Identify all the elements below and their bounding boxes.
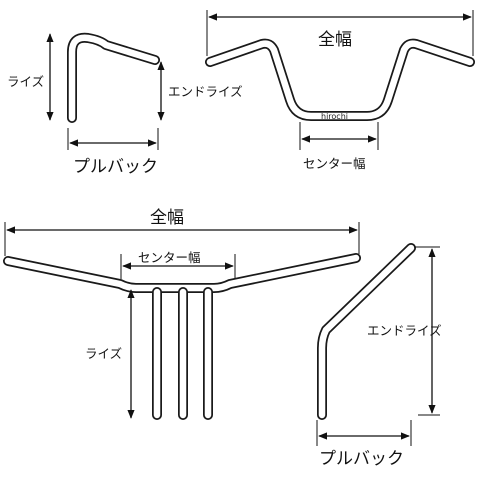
full-width-dimension-top: 全幅 [206, 10, 474, 56]
center-width-dimension-top: センター幅 [299, 122, 379, 171]
pullback-label-large: プルバック [319, 449, 404, 469]
end-rise-dimension-small: エンドライズ [157, 61, 243, 121]
front-view-top: hirochi [205, 38, 475, 121]
front-view-tbar [3, 253, 361, 420]
center-width-label-tbar: センター幅 [138, 250, 201, 265]
pullback-dimension-small: プルバック [67, 128, 159, 177]
full-width-label-tbar: 全幅 [150, 208, 184, 228]
full-width-label-top: 全幅 [318, 30, 352, 50]
end-rise-label-large: エンドライズ [367, 323, 442, 338]
full-width-dimension-tbar: 全幅 [4, 208, 360, 256]
end-rise-label-small: エンドライズ [168, 84, 243, 99]
rise-label-tbar: ライズ [85, 346, 122, 361]
pullback-dimension-large: プルバック [316, 420, 412, 469]
side-profile-large [317, 243, 416, 420]
rise-dimension-small: ライズ [7, 33, 54, 121]
rise-label-small: ライズ [7, 74, 44, 89]
center-width-label-top: センター幅 [303, 156, 366, 171]
end-rise-dimension-large: エンドライズ [367, 246, 442, 416]
watermark-text: hirochi [321, 112, 348, 121]
side-profile-small [67, 32, 160, 123]
pullback-label-small: プルバック [73, 157, 158, 177]
center-width-dimension-tbar: センター幅 [120, 250, 236, 279]
rise-dimension-tbar: ライズ [85, 289, 135, 419]
